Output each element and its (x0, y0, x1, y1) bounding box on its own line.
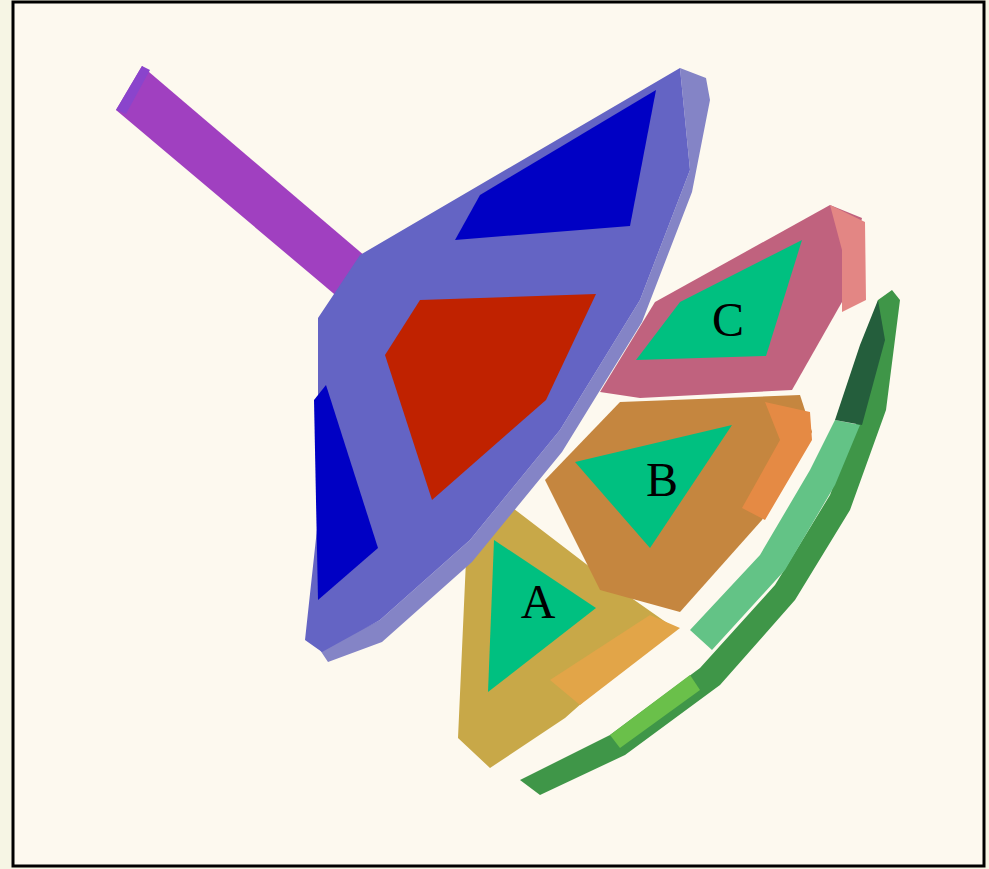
red-panel (385, 294, 596, 500)
piece-b (545, 395, 812, 612)
part-label: C (712, 296, 744, 344)
green-disc-light (610, 675, 700, 748)
piece-a-face (488, 540, 596, 692)
blue-disk (305, 68, 690, 652)
piece-b-face (575, 425, 732, 548)
handle-end (116, 66, 150, 114)
blue-panel (455, 90, 656, 240)
piece-b-side (742, 402, 812, 520)
green-disc-dark (835, 300, 885, 425)
handle (116, 66, 372, 304)
part-label: B (646, 456, 678, 504)
part-label: A (521, 578, 556, 626)
blue-panel (314, 385, 378, 600)
frame (13, 2, 984, 866)
piece-c-side (830, 205, 866, 312)
